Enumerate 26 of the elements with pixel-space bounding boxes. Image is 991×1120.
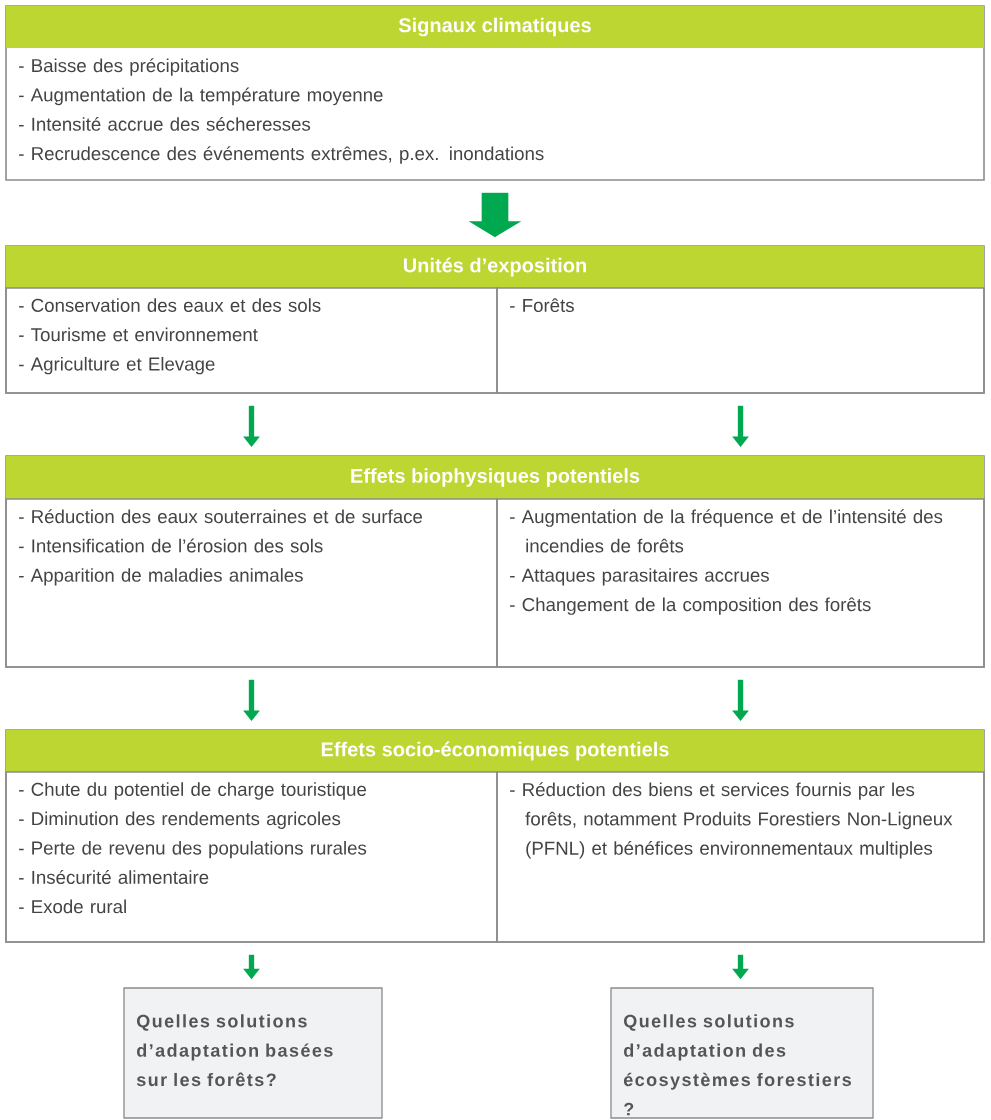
section-heading: Signaux climatiques	[6, 6, 984, 48]
section-heading: Unités d’exposition	[6, 246, 984, 288]
bullet-item: - Intensité accrue des sécheresses	[19, 116, 311, 131]
bullet-item: - Exode rural	[19, 899, 126, 914]
bullet-item: - Attaques parasitaires accrues	[510, 568, 769, 586]
bullet-item: - Recrudescence des événements extrêmes, p.ex. inondations	[19, 146, 544, 164]
bullet-item: - Augmentation de la fréquence et de l’intensité des incendies de forêts	[510, 509, 943, 553]
bullet-item: - Conservation des eaux et des sols	[19, 298, 321, 312]
section-heading: Effets biophysiques potentiels	[6, 456, 984, 499]
question-box: Quelles solutions d’adaptation basées sur les forêts?	[123, 987, 383, 1119]
bullet-item: - Augmentation de la température moyenne	[19, 87, 383, 106]
bullet-item: - Agriculture et Elevage	[19, 356, 215, 375]
bullet-item: - Apparition de maladies animales	[19, 568, 303, 586]
bullet-item: - Diminution des rendements agricoles	[19, 811, 341, 829]
bullet-item: - Réduction des biens et services fournis par les forêts, notamment Produits Forestiers Non-Ligneux (PFNL) et bénéfices environnementaux multiples	[510, 782, 953, 859]
bullet-item: - Insécurité alimentaire	[19, 870, 209, 884]
bullet-item: - Perte de revenu des populations rurales	[19, 840, 367, 859]
bullet-item: - Intensification de l’érosion des sols	[19, 538, 323, 553]
bullet-item: - Forêts	[510, 298, 574, 313]
bullet-item: - Changement de la composition des forêts	[510, 597, 871, 615]
question-box: Quelles solutions d’adaptation des écosystèmes forestiers ?	[610, 987, 874, 1119]
bullet-item: - Baisse des précipitations	[19, 58, 239, 76]
bullet-item: - Chute du potentiel de charge touristique	[19, 782, 366, 800]
bullet-item: - Tourisme et environnement	[19, 327, 258, 342]
bullet-item: - Réduction des eaux souterraines et de surface	[19, 509, 423, 524]
section-heading: Effets socio-économiques potentiels	[6, 730, 984, 772]
